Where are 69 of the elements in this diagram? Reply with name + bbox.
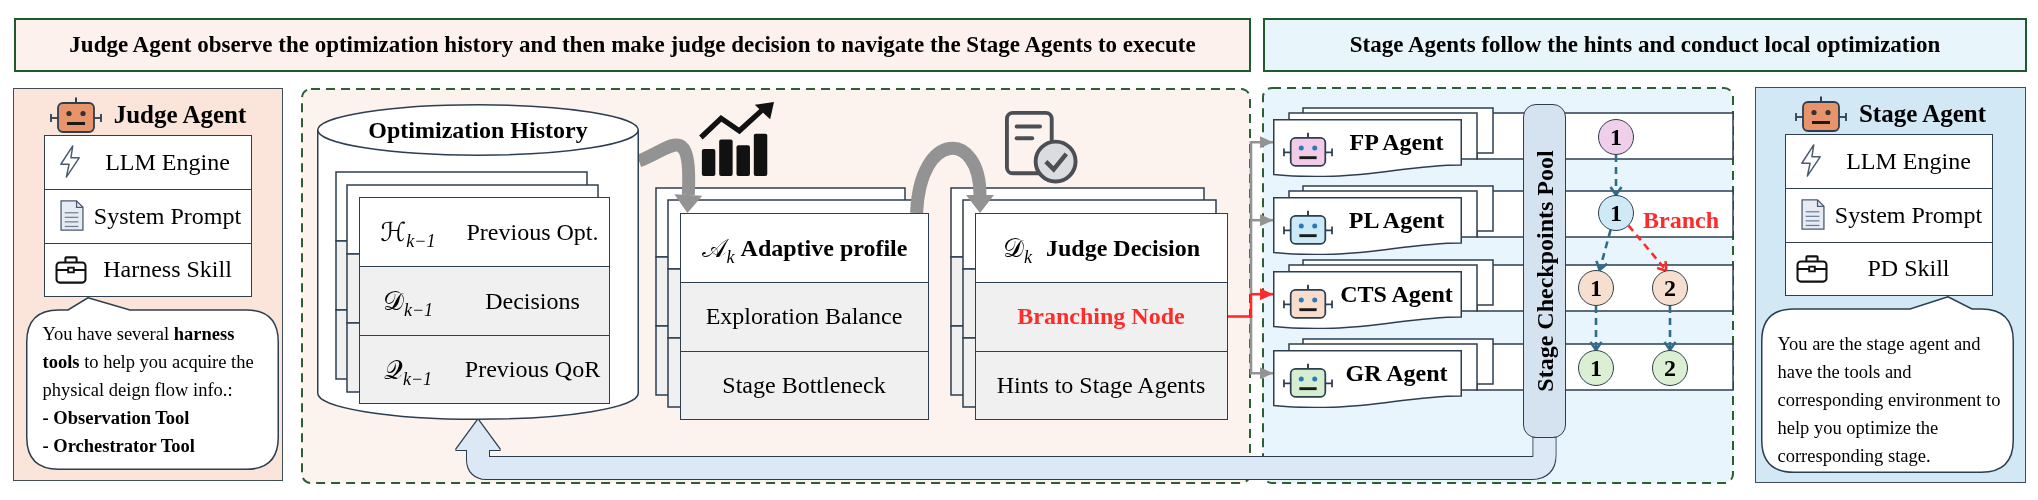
decision-card bbox=[975, 213, 1228, 420]
vertical-label: Stage Checkpoints Pool bbox=[1530, 150, 1559, 392]
connector-line bbox=[1249, 294, 1253, 317]
row-label: Previous Opt. bbox=[466, 218, 599, 246]
row-label: Harness Skill bbox=[103, 256, 232, 283]
agent-label: GR Agent bbox=[1345, 359, 1448, 387]
row-label: System Prompt bbox=[93, 202, 242, 230]
section-header: Stage Agents follow the hints and conduct local optimization bbox=[1263, 18, 2027, 72]
row-label: PD Skill bbox=[1867, 255, 1950, 282]
panel-title: Judge Agent bbox=[113, 101, 247, 129]
row-label: LLM Engine bbox=[105, 148, 230, 176]
bullet-item: - Orchestrator Tool bbox=[42, 434, 195, 458]
math-symbol: 𝒟$_{k}$ bbox=[1003, 233, 1032, 263]
card-row: Branching Node bbox=[974, 281, 1228, 351]
row-label: System Prompt bbox=[1834, 201, 1983, 229]
row-label: LLM Engine bbox=[1846, 147, 1971, 175]
card-row: Exploration Balance bbox=[679, 281, 929, 351]
table-row bbox=[1784, 187, 1993, 242]
agent-label: FP Agent bbox=[1349, 128, 1444, 156]
arrow bbox=[1251, 288, 1273, 301]
bullet-item: - Observation Tool bbox=[42, 406, 190, 430]
speech-bubble bbox=[1760, 295, 2014, 473]
table-row bbox=[1784, 133, 1993, 188]
math-symbol: 𝒟$_{k−1}$ bbox=[382, 286, 434, 316]
math-symbol: 𝒜$_{k}$ bbox=[701, 233, 735, 263]
agent-card bbox=[1273, 119, 1462, 177]
arrow bbox=[1249, 316, 1273, 380]
agent-label: CTS Agent bbox=[1340, 280, 1453, 308]
profile-card bbox=[680, 213, 929, 420]
row-label: Previous QoR bbox=[464, 356, 601, 383]
cylinder-title: Optimization History bbox=[368, 116, 588, 144]
connector-line bbox=[1249, 220, 1253, 295]
table-row bbox=[43, 188, 252, 243]
history-row bbox=[359, 335, 610, 404]
agent-panel bbox=[1755, 87, 2026, 483]
agent-card bbox=[1273, 197, 1462, 255]
row-label: Decisions bbox=[485, 287, 580, 315]
feedback-arrow bbox=[456, 420, 1556, 479]
checkpoint-pool bbox=[1523, 104, 1566, 438]
connector-line bbox=[1228, 315, 1253, 318]
table-row bbox=[43, 134, 252, 189]
bubble-text: You have several harness tools to help you acquire the physical deign flow info.: bbox=[42, 322, 255, 402]
dashed-arrow bbox=[1589, 306, 1603, 352]
database-cylinder bbox=[317, 104, 639, 420]
bubble-text: You are the stage agent and have the tools and corresponding environment to help you optimize the corresponding stage. bbox=[1777, 332, 2002, 468]
math-symbol: 𝒬$_{k−1}$ bbox=[383, 354, 433, 385]
agent-card bbox=[1273, 350, 1462, 408]
agent-label: PL Agent bbox=[1348, 206, 1445, 234]
table-row bbox=[43, 242, 252, 297]
dashed-arrow bbox=[1627, 224, 1668, 272]
curved-arrow bbox=[910, 142, 994, 214]
math-symbol: ℋ$_{k−1}$ bbox=[380, 217, 436, 247]
panel-title: Stage Agent bbox=[1858, 100, 1987, 128]
history-row bbox=[359, 197, 610, 266]
arrow bbox=[1249, 136, 1273, 221]
dashed-arrow bbox=[1663, 306, 1677, 352]
agent-card bbox=[1273, 271, 1462, 329]
card-row: Hints to Stage Agents bbox=[974, 350, 1228, 420]
table-row bbox=[1784, 241, 1993, 296]
card-title: Adaptive profile bbox=[740, 234, 908, 262]
card-title: Judge Decision bbox=[1046, 234, 1200, 262]
card-row: Stage Bottleneck bbox=[679, 350, 929, 420]
history-row bbox=[359, 266, 610, 335]
section-header: Judge Agent observe the optimization history and then make judge decision to navigate the Stage Agents to execute bbox=[14, 18, 1251, 72]
dashed-arrow bbox=[1595, 229, 1612, 272]
speech-bubble bbox=[25, 296, 279, 470]
agent-panel bbox=[13, 88, 283, 481]
arrow bbox=[1251, 214, 1273, 227]
dashed-arrow bbox=[1609, 155, 1623, 197]
